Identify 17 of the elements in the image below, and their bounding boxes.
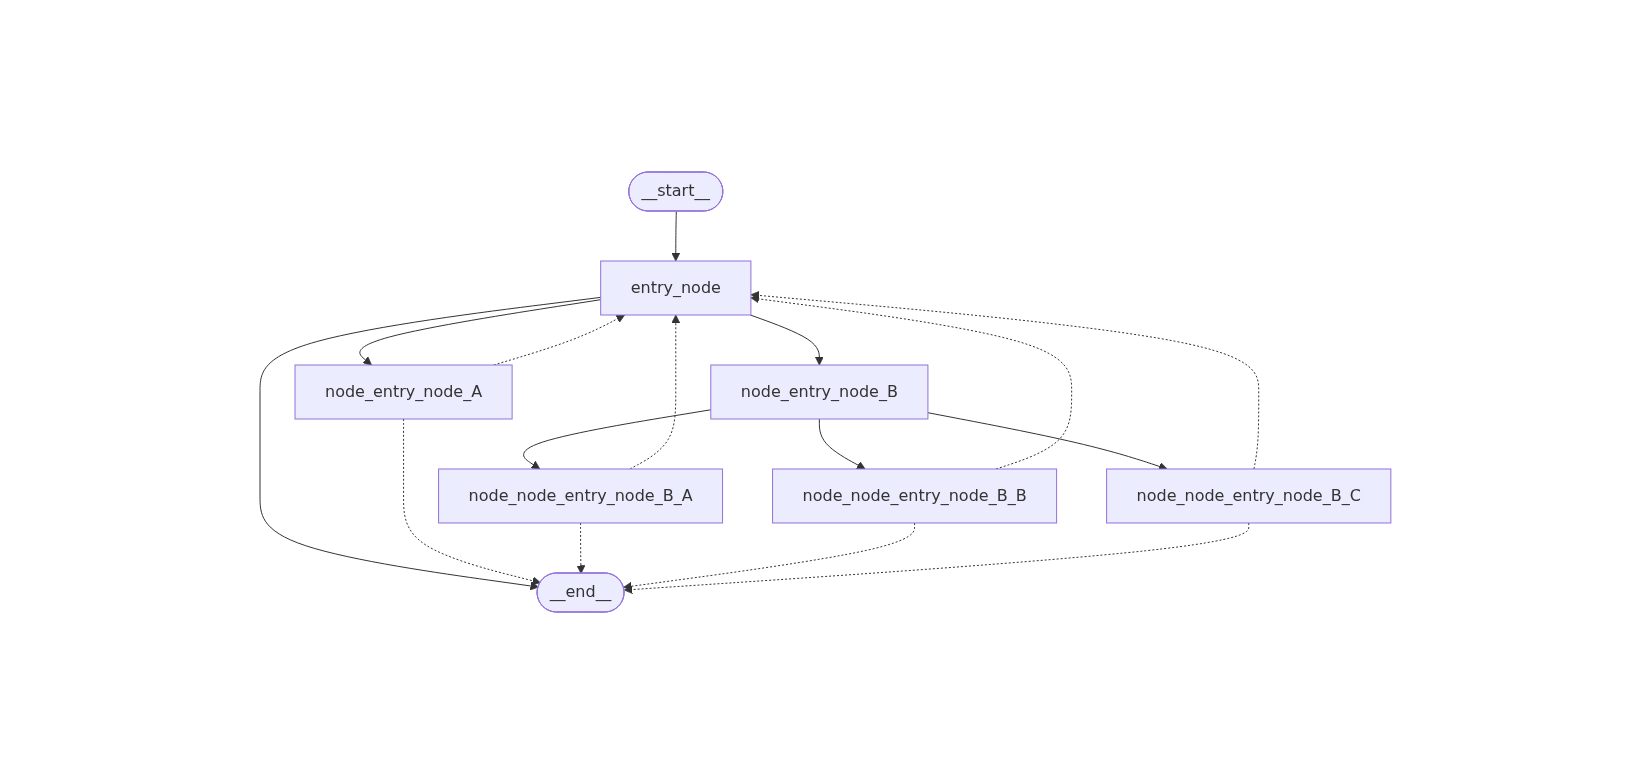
arrow bbox=[402, 418, 541, 585]
arrow bbox=[750, 294, 1072, 469]
node-box: node_node_entry_node_B_B bbox=[771, 468, 1057, 523]
arrow bbox=[576, 522, 585, 574]
node-box: node_entry_node_B bbox=[709, 364, 928, 419]
node-box: node_entry_node_A bbox=[294, 364, 513, 419]
arrow bbox=[750, 290, 1259, 469]
arrow bbox=[522, 408, 711, 469]
arrow bbox=[358, 298, 601, 365]
node-box: entry_node bbox=[599, 260, 751, 315]
arrow bbox=[259, 296, 601, 590]
arrow bbox=[749, 314, 824, 365]
arrow bbox=[670, 210, 680, 261]
node-box: node_node_entry_node_B_C bbox=[1105, 468, 1391, 523]
arrow bbox=[818, 418, 866, 469]
arrow bbox=[623, 522, 1249, 594]
node-box: node_node_entry_node_B_A bbox=[437, 468, 723, 523]
